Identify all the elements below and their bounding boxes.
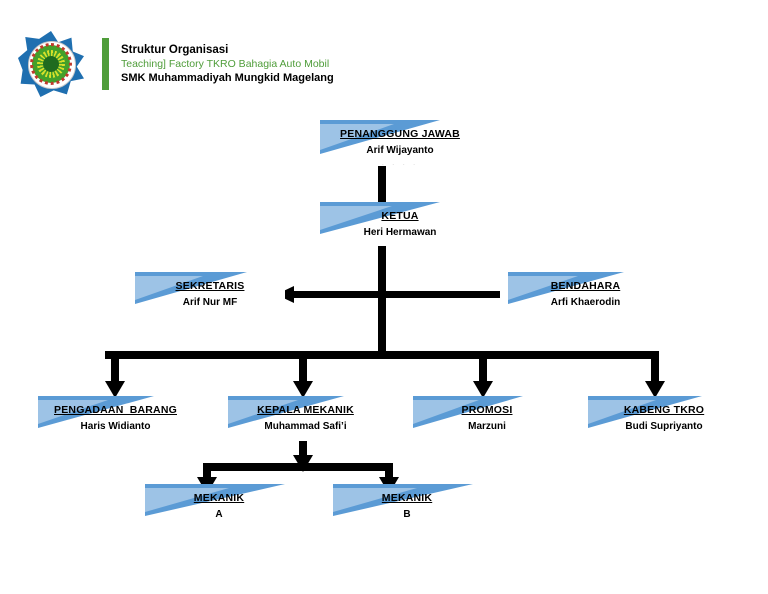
node-wedge-graphic <box>320 202 440 234</box>
node-title: PROMOSI <box>461 404 513 416</box>
node-wedge-graphic <box>588 396 702 428</box>
node-content: SEKRETARIS Arif Nur MF . . . . <box>135 272 285 316</box>
node-person: Heri Hermawan <box>363 227 437 238</box>
logo-core <box>43 56 59 72</box>
node-subtext: . . . . <box>388 522 426 528</box>
node-title: PENANGGUNG JAWAB <box>340 128 460 140</box>
node-person: Budi Supriyanto <box>625 421 703 432</box>
node-subtext: . . . . <box>200 522 238 528</box>
node-title: BENDAHARA <box>550 280 621 292</box>
node-person: Marzuni <box>468 421 506 432</box>
node-wedge-graphic <box>508 272 624 304</box>
header-school-name: SMK Muhammadiyah Mungkid Magelang <box>121 72 334 85</box>
node-subtext: . . . . <box>381 240 419 246</box>
school-logo-icon <box>18 31 84 97</box>
node-subtext: . . . . <box>468 434 506 440</box>
node-content: MEKANIK A . . . . <box>145 484 293 528</box>
node-content: PENGADAAN BARANG Haris Widianto . . . . <box>38 396 193 440</box>
node-person: Haris Widianto <box>80 421 151 432</box>
header-accent-bar <box>102 38 109 90</box>
node-sekretaris[interactable]: SEKRETARIS Arif Nur MF . . . . <box>135 272 285 316</box>
node-person: Arif Nur MF <box>182 297 238 308</box>
node-content: KEPALA MEKANIK Muhammad Safi’i . . . . <box>228 396 383 440</box>
node-content: PENANGGUNG JAWAB Arif Wijayanto . . . . <box>320 120 480 165</box>
node-kepala-mekanik[interactable]: KEPALA MEKANIK Muhammad Safi’i . . . . <box>228 396 383 440</box>
node-mekanik-b[interactable]: MEKANIK B . . . . <box>333 484 481 528</box>
node-content: KABENG TKRO Budi Supriyanto . . . . <box>588 396 740 440</box>
node-content: BENDAHARA Arfi Khaerodin . . . . <box>508 272 663 316</box>
node-title: PENGADAAN BARANG <box>54 404 177 416</box>
node-person: Muhammad Safi’i <box>264 421 347 432</box>
node-content: PROMOSI Marzuni . . . . <box>413 396 561 440</box>
node-wedge-graphic <box>135 272 247 304</box>
header-text-block: Struktur Organisasi Teaching] Factory TK… <box>121 43 334 85</box>
document-header: Struktur Organisasi Teaching] Factory TK… <box>18 28 348 100</box>
node-kabeng-tkro[interactable]: KABENG TKRO Budi Supriyanto . . . . <box>588 396 740 440</box>
node-wedge-graphic <box>145 484 285 516</box>
node-person: B <box>403 509 411 520</box>
node-person: Arfi Khaerodin <box>550 297 621 308</box>
node-subtext: . . . . <box>287 434 324 440</box>
node-penanggung-jawab[interactable]: PENANGGUNG JAWAB Arif Wijayanto . . . . <box>320 120 480 166</box>
node-person: Arif Wijayanto <box>366 145 434 156</box>
node-title: KABENG TKRO <box>623 404 705 416</box>
node-promosi[interactable]: PROMOSI Marzuni . . . . <box>413 396 561 440</box>
node-wedge-graphic <box>38 396 154 428</box>
node-title: KEPALA MEKANIK <box>257 404 354 416</box>
node-title: KETUA <box>381 210 419 222</box>
header-title: Struktur Organisasi <box>121 43 229 56</box>
node-content: MEKANIK B . . . . <box>333 484 481 528</box>
node-content: KETUA Heri Hermawan . . . . <box>320 202 480 246</box>
node-subtext: . . . . <box>645 434 683 440</box>
node-pengadaan-barang[interactable]: PENGADAAN BARANG Haris Widianto . . . . <box>38 396 193 440</box>
logo-text-ring <box>30 43 72 85</box>
header-subtitle: Teaching] Factory TKRO Bahagia Auto Mobi… <box>121 57 330 70</box>
node-title: MEKANIK <box>193 492 245 504</box>
node-wedge-graphic <box>413 396 523 428</box>
node-subtext: . . . . <box>97 434 134 440</box>
node-wedge-graphic <box>333 484 473 516</box>
node-mekanik-a[interactable]: MEKANIK A . . . . <box>145 484 293 528</box>
node-person: A <box>215 509 223 520</box>
node-subtext: . . . . <box>191 310 229 316</box>
node-wedge-graphic <box>320 120 440 154</box>
node-wedge-graphic <box>228 396 344 428</box>
node-title: SEKRETARIS <box>175 280 245 292</box>
node-title: MEKANIK <box>381 492 433 504</box>
node-subtext: . . . . <box>381 158 419 165</box>
node-subtext: . . . . <box>567 310 604 316</box>
node-bendahara[interactable]: BENDAHARA Arfi Khaerodin . . . . <box>508 272 663 316</box>
node-ketua[interactable]: KETUA Heri Hermawan . . . . <box>320 202 480 246</box>
